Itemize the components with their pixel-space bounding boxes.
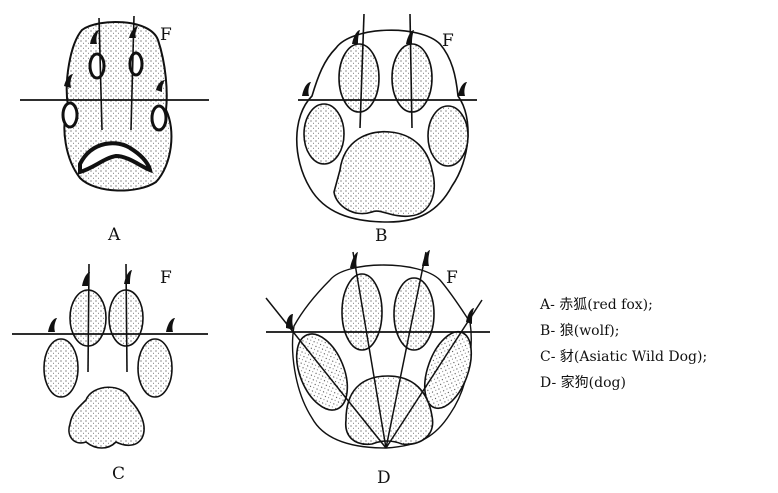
panel-c-claw-outer-right bbox=[166, 318, 175, 332]
panel-a-claw-outer-left bbox=[64, 74, 73, 88]
panel-d-ray-4 bbox=[385, 299, 483, 449]
panel-b-axis-right bbox=[409, 13, 413, 129]
panel-a-toe-left bbox=[88, 52, 106, 80]
panel-b-claw-left bbox=[352, 30, 360, 44]
panel-a-pad-right bbox=[150, 104, 168, 132]
panel-d-heel-pad bbox=[345, 375, 434, 445]
panel-a-heel-pad bbox=[78, 141, 153, 175]
panel-c-dhole-print: F C bbox=[12, 263, 208, 484]
panel-a-pad-left bbox=[61, 101, 79, 129]
panel-d-dog-print: F D bbox=[265, 250, 490, 488]
panel-b-claw-outer-right bbox=[458, 82, 467, 96]
panel-c-axis-right bbox=[125, 263, 128, 373]
panel-a-marker: F bbox=[160, 25, 172, 45]
panel-a-claw-outer-right bbox=[156, 80, 165, 92]
panel-d-ray-2 bbox=[352, 251, 387, 449]
panel-c-pad-left bbox=[43, 338, 79, 398]
panel-c-claw-left bbox=[82, 272, 90, 286]
panel-a-label: A bbox=[107, 225, 121, 245]
panel-d-ray-1 bbox=[265, 297, 387, 449]
panel-c-label: C bbox=[112, 464, 125, 484]
panel-a-axis-left bbox=[98, 17, 103, 131]
legend-item-b: B- 狼(wolf); bbox=[540, 323, 620, 339]
legend-item-c: C- 豺(Asiatic Wild Dog); bbox=[540, 349, 708, 365]
panel-b-toe-left bbox=[338, 43, 380, 113]
panel-d-toe-left bbox=[341, 273, 383, 351]
panel-b-pad-left bbox=[303, 103, 345, 165]
panel-b-marker: F bbox=[442, 31, 454, 51]
panel-b-wolf-print: F B bbox=[295, 13, 477, 246]
legend-item-a: A- 赤狐(red fox); bbox=[540, 297, 653, 313]
panel-d-marker: F bbox=[446, 268, 458, 288]
panel-b-pad-right bbox=[427, 105, 469, 167]
panel-d-claw-outer-right bbox=[466, 308, 474, 324]
panel-c-claw-right bbox=[124, 270, 132, 284]
panel-c-axis-left bbox=[87, 263, 90, 373]
panel-b-label: B bbox=[375, 226, 388, 246]
panel-c-heel-pad bbox=[68, 386, 145, 449]
panel-c-pad-right bbox=[137, 338, 173, 398]
panel-b-axis-left bbox=[359, 13, 365, 129]
legend-item-d: D- 家狗(dog) bbox=[540, 375, 626, 391]
panel-d-label: D bbox=[377, 468, 391, 488]
panel-b-heel-pad bbox=[333, 130, 435, 218]
panel-c-claw-outer-left bbox=[48, 318, 57, 332]
species-legend: A- 赤狐(red fox); B- 狼(wolf); C- 豺(Asiatic… bbox=[540, 292, 707, 396]
panel-a-claw-left bbox=[90, 30, 99, 44]
panel-a-fox-print: F A bbox=[20, 15, 209, 245]
panel-c-marker: F bbox=[160, 268, 172, 288]
panel-b-claw-outer-left bbox=[302, 82, 311, 96]
panel-d-ray-3 bbox=[385, 251, 427, 449]
panel-a-axis-right bbox=[130, 15, 135, 131]
